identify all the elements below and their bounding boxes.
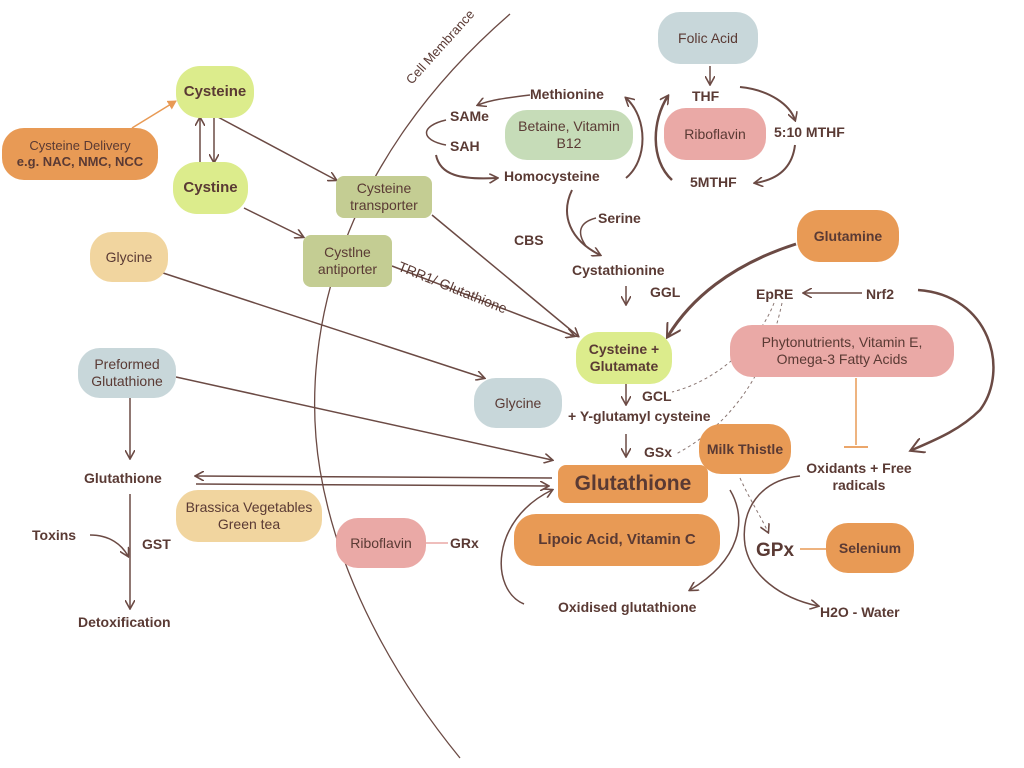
arrow-main-to-left [196, 476, 553, 478]
arrow-5mthf-thf [654, 96, 673, 181]
arrow-preformed-main [175, 376, 552, 460]
cell-membrane-arc [313, 13, 511, 759]
arrow-main-oxidised [690, 489, 740, 590]
cysteine-delivery-examples: e.g. NAC, NMC, NCC [16, 154, 144, 169]
riboflavin-bottom-node: Riboflavin [336, 518, 426, 568]
arc-same-sah [425, 119, 447, 146]
arrow-homocysteine-methionine [626, 98, 644, 179]
cystine-antiporter-node: Cystlne antiporter [303, 235, 392, 287]
brassica-node: Brassica Vegetables Green tea [176, 490, 322, 542]
arrow-serine [579, 217, 597, 247]
cysteine-node: Cysteine [176, 66, 254, 118]
arrow-delivery-cysteine [131, 100, 177, 129]
cystine-node: Cystine [173, 162, 248, 214]
y-glutamyl-label: + Y-glutamyl cysteine [568, 408, 711, 424]
arrow-510-5mthf [755, 144, 796, 183]
cysteine-transporter-node: Cysteine transporter [336, 176, 432, 218]
arrow-nrf2-oxidants [912, 288, 995, 450]
arrow-cystine-antiporter [243, 207, 303, 237]
sah-label: SAH [450, 138, 480, 154]
folic-acid-node: Folic Acid [658, 12, 758, 64]
lipoic-vitc-node: Lipoic Acid, Vitamin C [514, 514, 720, 566]
grx-label: GRx [450, 535, 479, 551]
glycine-outer-node: Glycine [90, 232, 168, 282]
arrow-oxidants-water [743, 475, 818, 606]
arrow-left-to-main [195, 484, 548, 486]
cysteine-delivery-node: Cysteine Delivery e.g. NAC, NMC, NCC [2, 128, 158, 180]
thf-label: THF [692, 88, 720, 104]
glutamine-node: Glutamine [797, 210, 899, 262]
arrow-toxins [89, 534, 128, 556]
betaine-b12-node: Betaine, Vitamin B12 [505, 110, 633, 160]
cysteine-delivery-title: Cysteine Delivery [29, 138, 131, 154]
homocysteine-label: Homocysteine [504, 168, 600, 184]
toxins-label: Toxins [32, 527, 77, 543]
cbs-label: CBS [514, 232, 544, 248]
nrf2-label: Nrf2 [866, 286, 895, 302]
arrow-antiporter-cg [391, 265, 574, 336]
oxidised-glutathione-label: Oxidised glutathione [558, 599, 697, 615]
mthf-510-label: 5:10 MTHF [774, 124, 845, 140]
arrow-thf-510 [739, 86, 795, 120]
dashed-milk-gpx [739, 477, 768, 532]
serine-label: Serine [598, 210, 641, 226]
preformed-glutathione-node: Preformed Glutathione [78, 348, 176, 398]
dashed-epre-gsx [675, 302, 783, 455]
mthf-5-label: 5MTHF [690, 174, 737, 190]
cysteine-glutamate-node: Cysteine + Glutamate [576, 332, 672, 384]
milk-thistle-node: Milk Thistle [699, 424, 791, 474]
phytonutrients-node: Phytonutrients, Vitamin E, Omega-3 Fatty… [730, 325, 954, 377]
arrow-transporter-cg [431, 214, 578, 336]
gst-label: GST [142, 536, 171, 552]
arrow-glutamine-cg [668, 242, 797, 336]
cystathionine-label: Cystathionine [572, 262, 665, 278]
same-label: SAMe [450, 108, 489, 124]
arrow-sah-homocysteine [435, 154, 497, 178]
glutathione-left-label: Glutathione [84, 470, 162, 486]
glutathione-main-node: Glutathione [558, 465, 708, 503]
gsx-label: GSx [644, 444, 673, 460]
riboflavin-top-node: Riboflavin [664, 108, 766, 160]
arrow-glycine-in [159, 271, 484, 378]
gpx-label: GPx [756, 540, 795, 561]
methionine-label: Methionine [530, 86, 604, 102]
oxidants-label: Oxidants + Free radicals [806, 460, 912, 493]
arrow-cysteine-transporter [215, 115, 336, 180]
water-label: H2O - Water [820, 604, 900, 620]
arrow-methionine-same [478, 94, 531, 105]
detoxification-label: Detoxification [78, 614, 171, 630]
epre-label: EpRE [756, 286, 794, 302]
glycine-inner-node: Glycine [474, 378, 562, 428]
selenium-node: Selenium [826, 523, 914, 573]
ggl-label: GGL [650, 284, 681, 300]
gcl-label: GCL [642, 388, 672, 404]
arrow-homocysteine-cystathionine [566, 189, 600, 255]
arrow-oxidised-main [500, 490, 552, 605]
